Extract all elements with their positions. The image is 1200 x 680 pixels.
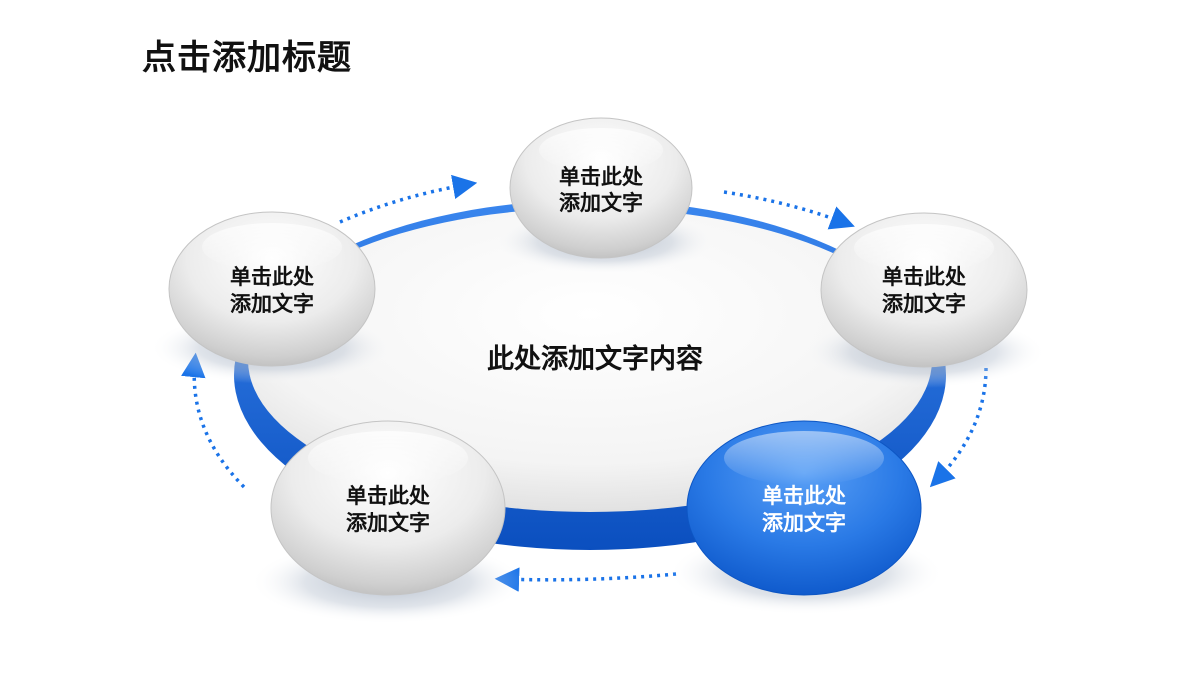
- arrow-left-to-top: [339, 174, 478, 224]
- node-top[interactable]: 单击此处 添加文字: [509, 117, 693, 259]
- node-top-line1: 单击此处: [559, 165, 643, 189]
- node-left[interactable]: 单击此处 添加文字: [168, 211, 376, 367]
- node-bottom-right-line1: 单击此处: [762, 484, 846, 508]
- node-left-line2: 添加文字: [230, 292, 314, 316]
- node-right[interactable]: 单击此处 添加文字: [820, 212, 1028, 368]
- center-text[interactable]: 此处添加文字内容: [487, 343, 703, 375]
- slide-title[interactable]: 点击添加标题: [142, 38, 352, 78]
- arrow-bottomright-to-bottomleft: [494, 567, 677, 592]
- node-bottom-right-line2: 添加文字: [762, 511, 846, 535]
- node-bottom-left-line1: 单击此处: [346, 484, 430, 508]
- node-top-line2: 添加文字: [559, 191, 643, 215]
- node-right-line1: 单击此处: [882, 265, 966, 289]
- arrow-top-to-right: [723, 190, 855, 230]
- arrow-right-to-bottomright: [929, 367, 988, 488]
- node-bottom-left[interactable]: 单击此处 添加文字: [270, 420, 506, 596]
- node-bottom-left-line2: 添加文字: [346, 511, 430, 535]
- node-bottom-right[interactable]: 单击此处 添加文字: [686, 420, 922, 596]
- node-left-line1: 单击此处: [230, 265, 314, 289]
- arrow-bottomleft-to-left: [181, 352, 246, 489]
- node-right-line2: 添加文字: [882, 292, 966, 316]
